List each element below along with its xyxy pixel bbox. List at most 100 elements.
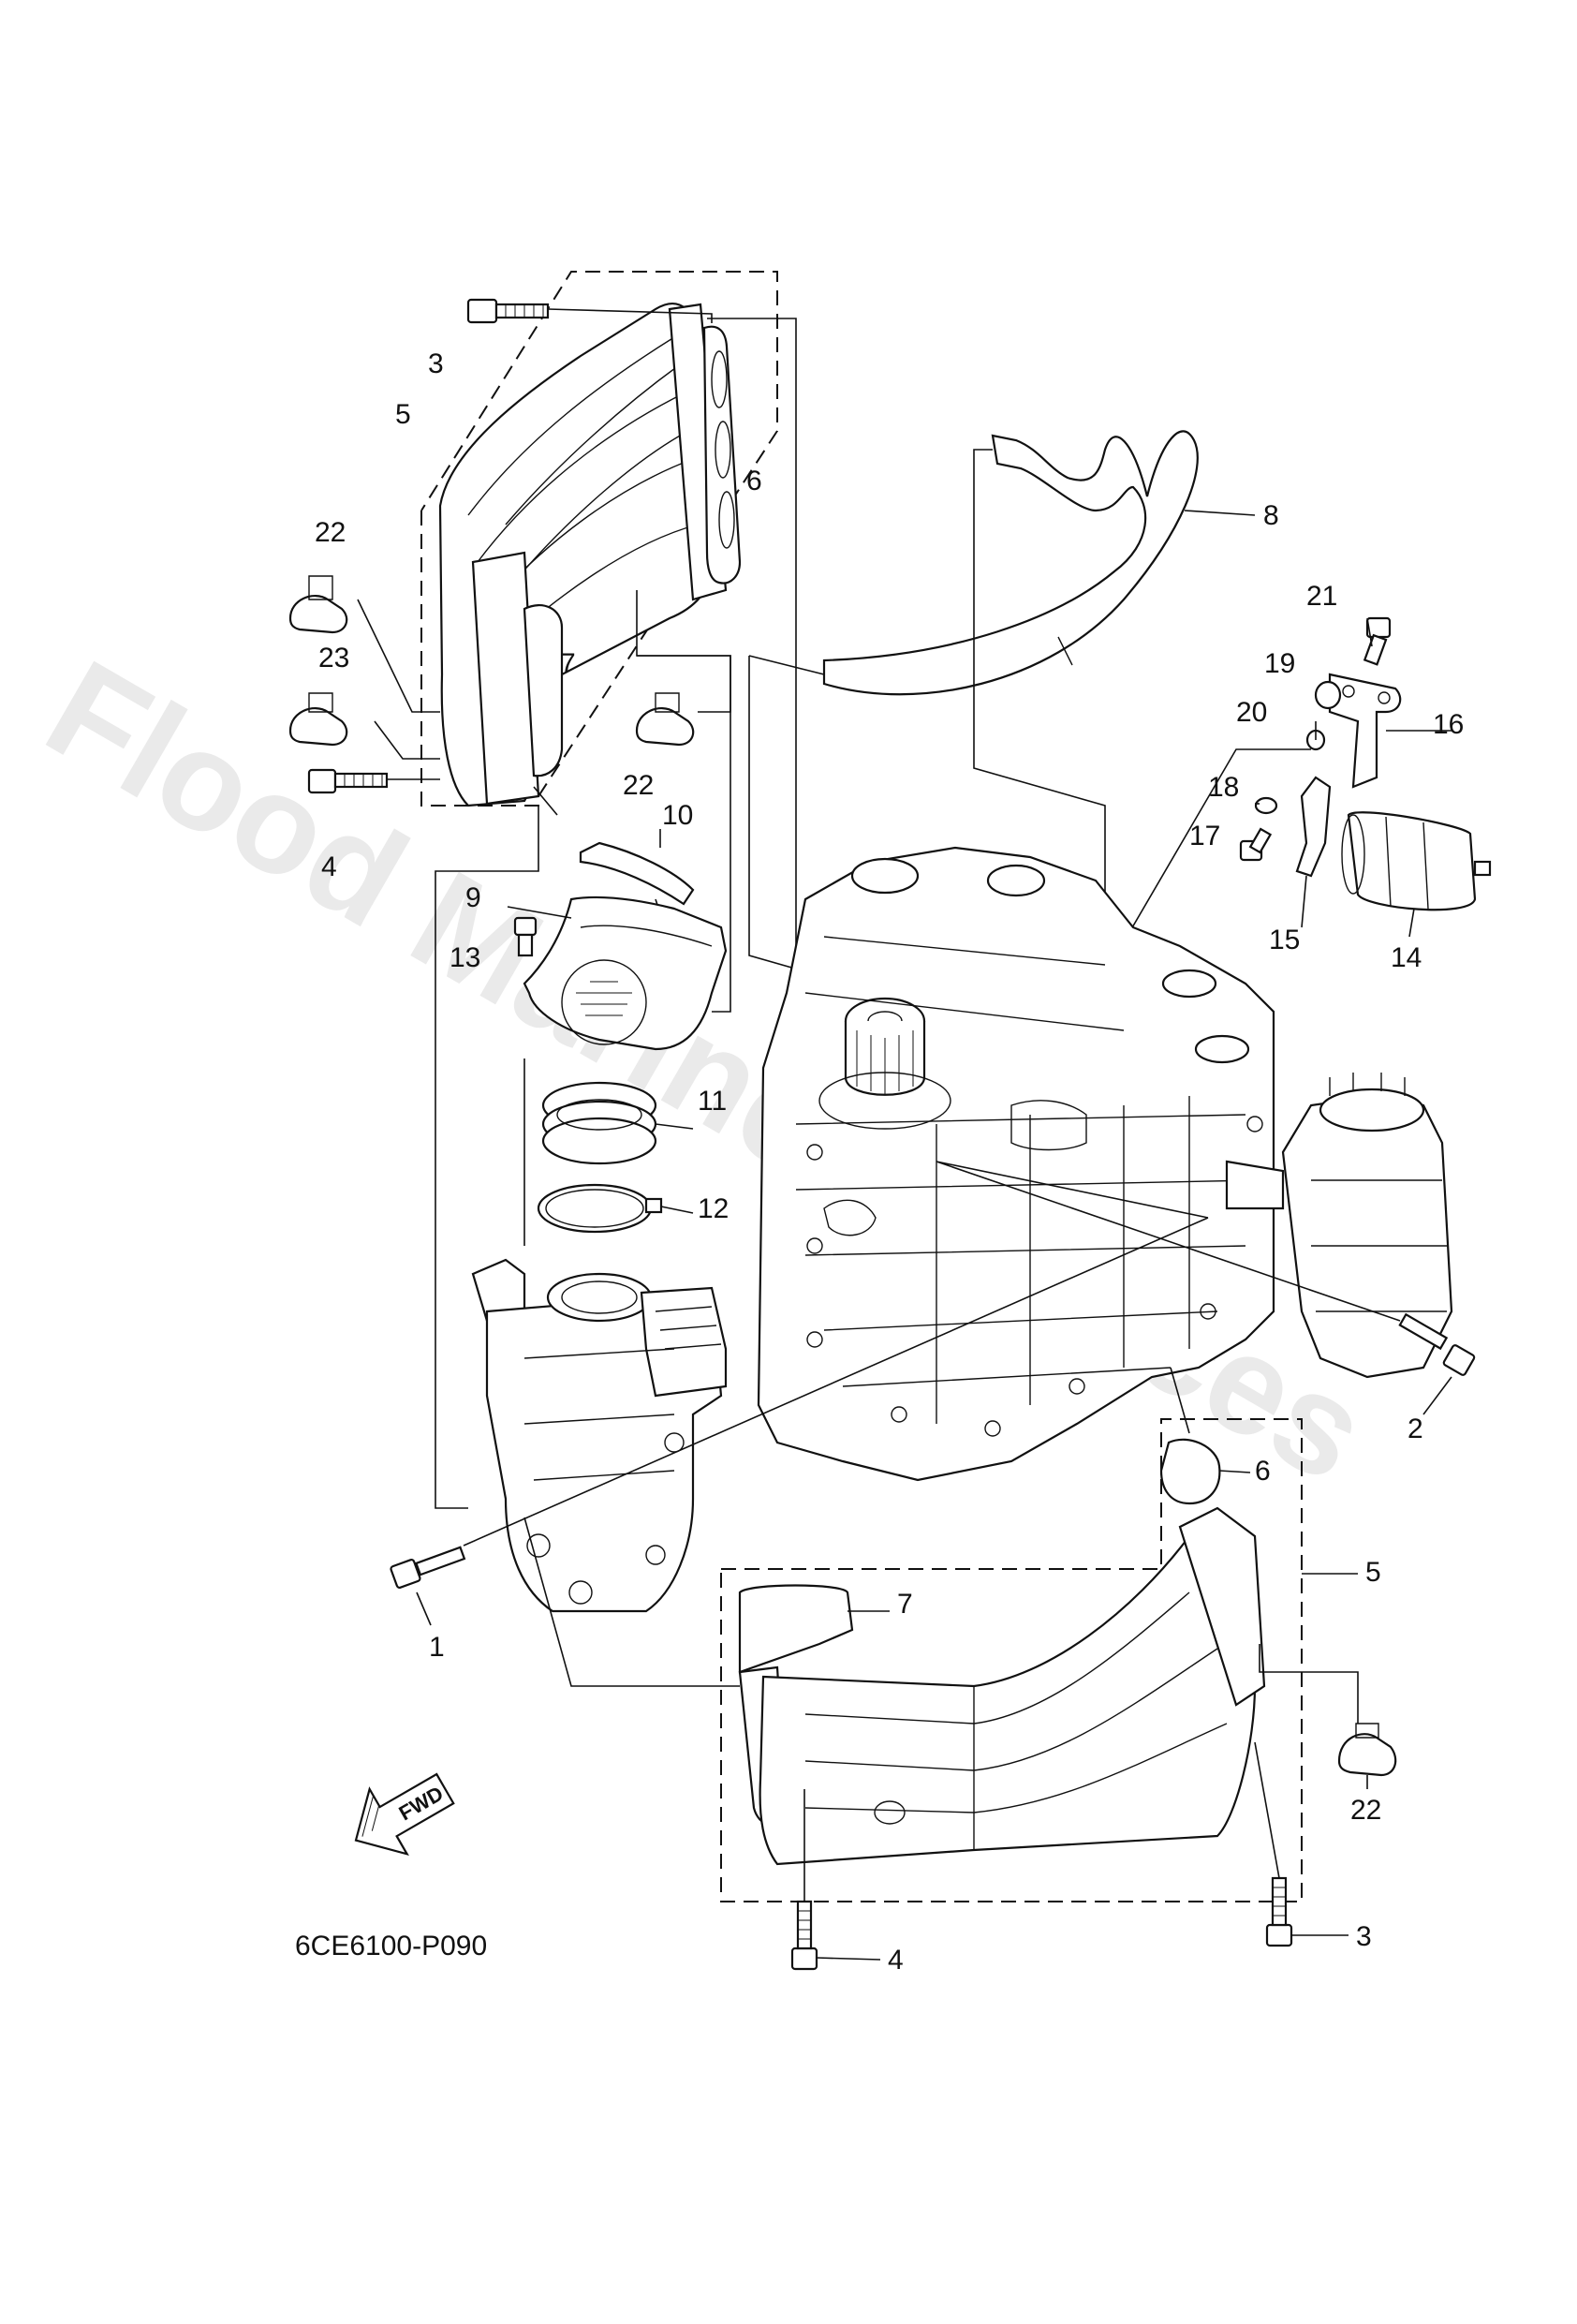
bolt-4-lower[interactable]: [790, 1900, 818, 1971]
seal-11[interactable]: [541, 1081, 657, 1165]
leader-7a: [533, 786, 558, 816]
leader-gasket-to-block: [1170, 1367, 1190, 1434]
callout-17: 17: [1189, 821, 1220, 851]
block-pocket: [1010, 1100, 1087, 1151]
callout-9: 9: [465, 882, 481, 913]
leader-12: [660, 1206, 694, 1214]
head-port-1: [850, 857, 920, 895]
fuel-module-top: [1319, 1088, 1425, 1132]
block-bolt-1: [806, 1144, 823, 1161]
diagram-code: 6CE6100-P090: [295, 1931, 487, 1961]
runner-1: [467, 336, 675, 516]
base-hole-3: [645, 1545, 666, 1565]
bolt-2[interactable]: [1398, 1312, 1476, 1376]
callout-4-lower: 4: [888, 1945, 904, 1976]
fuel-module-coupling: [1225, 1160, 1285, 1210]
engine-block: [757, 846, 1275, 1482]
leader-bolt-2: [936, 1161, 1401, 1322]
block-bolt-4: [891, 1406, 907, 1423]
clamp-22-upper-mid[interactable]: [635, 692, 695, 747]
intake-manifold-lower[interactable]: [759, 1522, 1257, 1866]
block-ribs: [795, 936, 1256, 1387]
leader-15: [1301, 875, 1307, 928]
throttle-sensor-box: [640, 1286, 728, 1398]
bolt-4-upper[interactable]: [307, 768, 389, 794]
leader-14: [1408, 908, 1415, 938]
callout-6-upper: 6: [746, 466, 762, 496]
gasket-upper-6[interactable]: [702, 325, 742, 585]
callout-6-lower: 6: [1255, 1456, 1271, 1487]
base-hole-1: [526, 1533, 551, 1558]
bolt-3-upper[interactable]: [466, 298, 550, 324]
leader-22a: [357, 599, 440, 713]
base-hole-4: [664, 1432, 685, 1453]
gasket-lower-6[interactable]: [1159, 1438, 1221, 1505]
bolt-21[interactable]: [1363, 616, 1392, 666]
callout-5-upper: 5: [395, 399, 411, 430]
leader-base-to-manifold: [523, 1517, 740, 1687]
block-vertical-ribs: [936, 1096, 1190, 1424]
clamp-23[interactable]: [288, 692, 348, 747]
callout-1: 1: [429, 1632, 445, 1663]
leader-3a: [547, 308, 713, 323]
bracket-16[interactable]: [1328, 673, 1402, 789]
cover-9-screen: [561, 959, 647, 1045]
throttle-parts-group: [507, 829, 728, 1246]
callout-23: 23: [318, 643, 349, 674]
callout-labels: 3 5 6 22 7 23 22 4 8 21 19 20 16 18 17 1…: [315, 348, 1464, 1976]
gasket-port-3: [718, 491, 735, 549]
cover-9-mesh: [576, 981, 632, 1016]
grommet-19[interactable]: [1314, 680, 1342, 710]
head-port-3: [1161, 969, 1217, 999]
bolt-3-lower[interactable]: [1265, 1876, 1293, 1947]
callout-11: 11: [698, 1086, 727, 1117]
callout-20: 20: [1236, 697, 1267, 728]
head-port-2: [986, 864, 1046, 897]
runner-5: [505, 364, 680, 525]
head-port-4: [1194, 1034, 1250, 1064]
fuel-module-right: [1225, 1073, 1453, 1379]
gasket-upper-7[interactable]: [523, 604, 564, 777]
clamp-22-upper-left[interactable]: [288, 575, 348, 634]
bracket-15[interactable]: [1295, 776, 1332, 878]
filter-14[interactable]: [1341, 811, 1492, 911]
leader-23: [374, 720, 440, 760]
leader-left-long: [435, 806, 539, 1509]
upper-right-small-parts: [1104, 616, 1492, 975]
upper-intake-manifold-group: [288, 271, 797, 1509]
hose-8[interactable]: [822, 430, 1256, 696]
seal-strip-10[interactable]: [579, 841, 695, 906]
bolt-1[interactable]: [390, 1546, 466, 1589]
bolt-13[interactable]: [513, 916, 538, 957]
bracket-16-hole: [1342, 685, 1355, 698]
callout-4-upper: 4: [321, 851, 337, 882]
callout-18: 18: [1208, 772, 1239, 803]
callout-22-lower: 22: [1350, 1795, 1381, 1826]
gasket-lower-7[interactable]: [738, 1584, 854, 1674]
callout-21: 21: [1306, 581, 1337, 612]
throttle-bore-inner: [561, 1280, 638, 1314]
upper-dashed-envelope: [420, 271, 778, 807]
block-bolt-7: [1200, 1303, 1216, 1320]
gasket-port-2: [715, 421, 731, 479]
block-boss: [823, 1199, 877, 1236]
lower-boss: [874, 1800, 906, 1825]
throttle-body-assembly[interactable]: [471, 1258, 728, 1613]
block-bolt-3: [806, 1331, 823, 1348]
cover-9-rib: [580, 925, 713, 947]
callout-22-upper-left: 22: [315, 517, 346, 548]
leader-3b-up: [1254, 1741, 1280, 1879]
bolt-17[interactable]: [1239, 827, 1273, 862]
throttle-sensor-detail: [655, 1306, 722, 1350]
clamp-22-lower[interactable]: [1337, 1723, 1397, 1777]
callout-15: 15: [1269, 925, 1300, 955]
callout-3-upper: 3: [428, 348, 444, 379]
leader-1: [416, 1591, 432, 1626]
callout-2: 2: [1408, 1414, 1423, 1444]
clamp-12[interactable]: [537, 1183, 663, 1234]
fwd-arrow-shape: [354, 1772, 455, 1857]
washer-18[interactable]: [1254, 796, 1278, 815]
fwd-arrow-shade: [361, 1795, 380, 1837]
fwd-arrow: FWD: [354, 1772, 455, 1857]
